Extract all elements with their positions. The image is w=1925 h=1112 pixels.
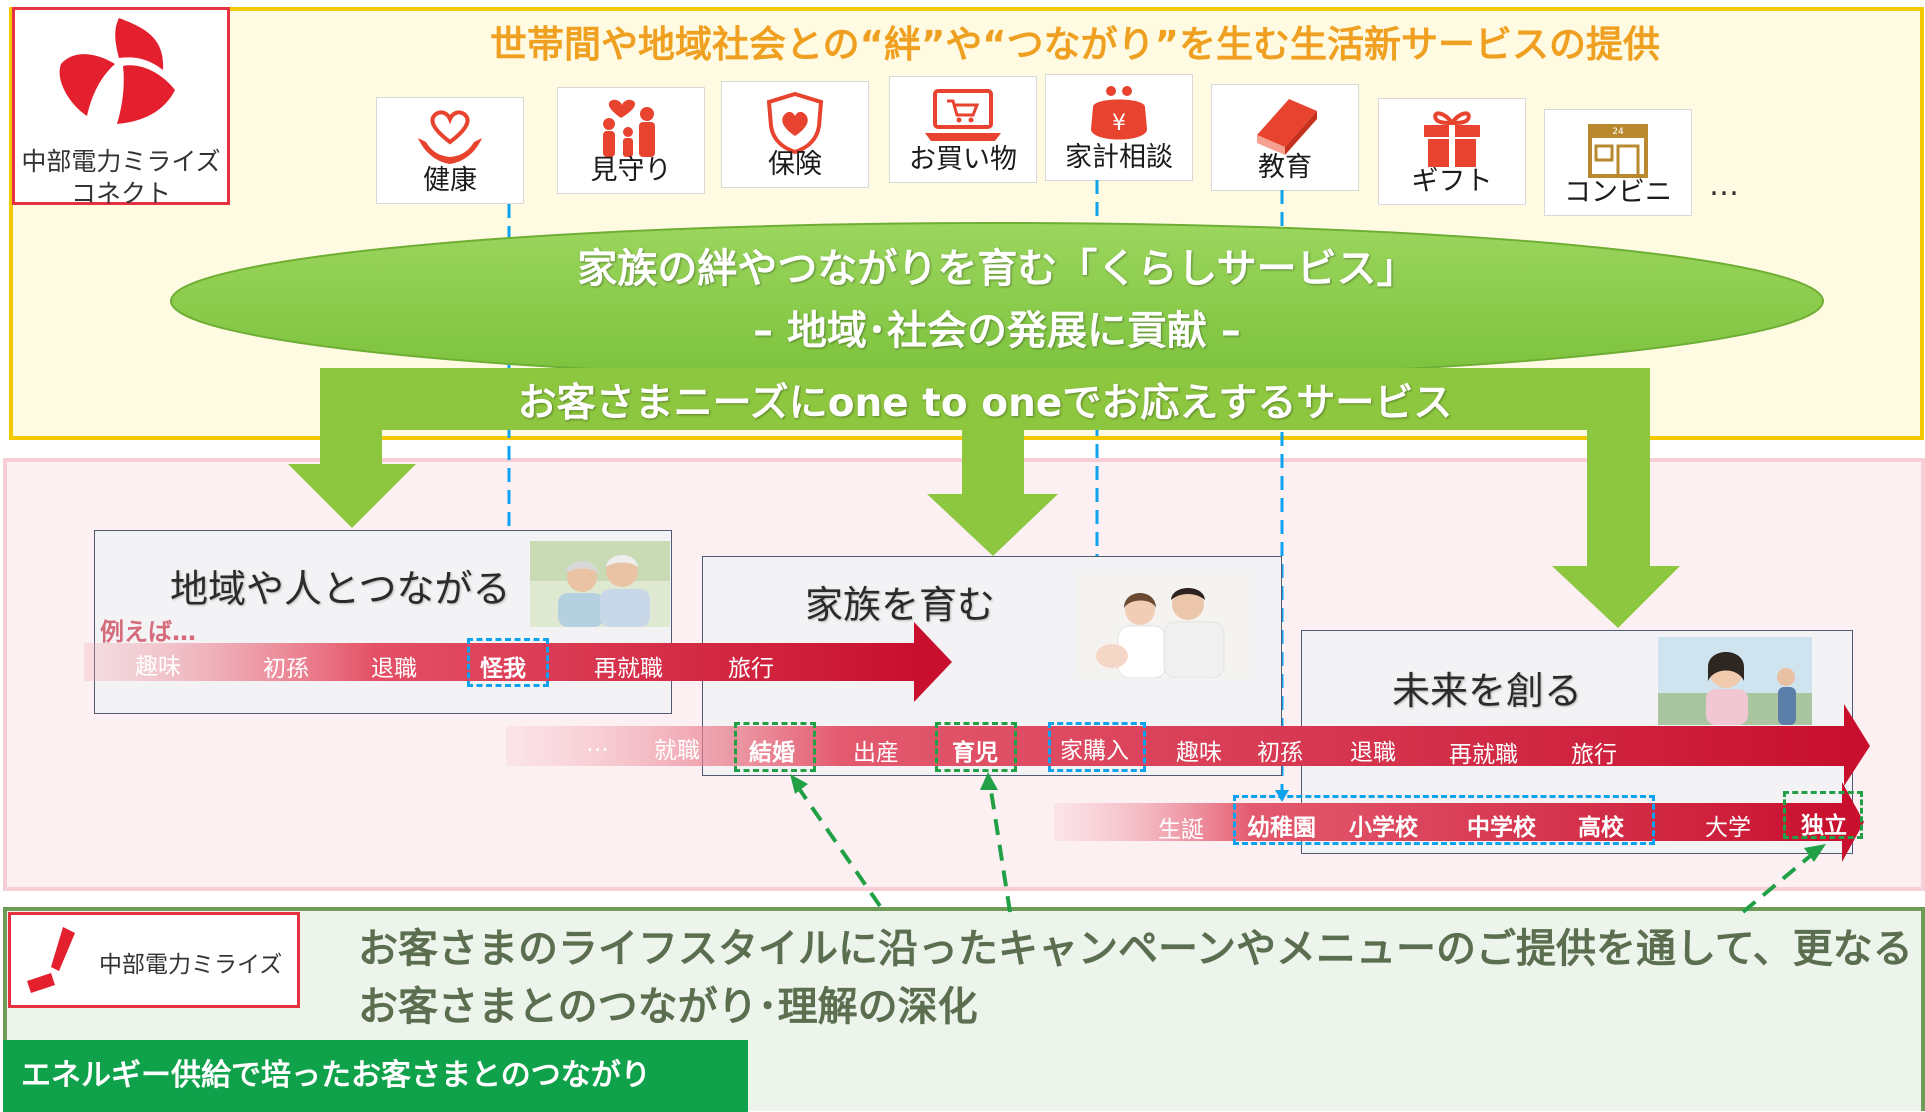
tl1-first-grandchild: 初孫	[263, 656, 309, 682]
highlight-independence	[1783, 791, 1863, 839]
ellipse-title: 家族の絆やつながりを育む「くらしサービス」	[577, 246, 1417, 292]
example-label: 例えば…	[100, 618, 196, 646]
highlight-marriage	[734, 722, 816, 772]
service-label-gift: ギフト	[1411, 166, 1493, 197]
service-tile-gift: ギフト	[1378, 98, 1526, 205]
svg-text:¥: ¥	[1112, 111, 1126, 136]
service-tile-shopping: お買い物	[889, 76, 1037, 183]
family-heart-icon	[603, 99, 655, 157]
photo-young-family	[1076, 574, 1249, 678]
page-title: 世帯間や地域社会との“絆”や“つながり”を生む生活新サービスの提供	[490, 23, 1660, 66]
tl2-reemployment: 再就職	[1449, 742, 1518, 768]
tl3-university: 大学	[1705, 815, 1751, 841]
service-label-budget: 家計相談	[1065, 142, 1173, 173]
bottom-message: お客さまのライフスタイルに沿ったキャンペーンやメニューのご提供を通して、更なる …	[358, 920, 1913, 1036]
stage-community-title: 地域や人とつながる	[170, 567, 511, 611]
stage-future-title: 未来を創る	[1392, 669, 1583, 713]
tl1-injury: 怪我	[480, 656, 526, 682]
bottom-message-line1: お客さまのライフスタイルに沿ったキャンペーンやメニューのご提供を通して、更なる	[358, 926, 1913, 972]
laptop-cart-icon	[925, 89, 1001, 141]
tl2-retirement: 退職	[1350, 740, 1396, 766]
svg-text:24: 24	[1612, 127, 1624, 137]
mirai-logo: 中部電力ミライズ	[8, 912, 300, 1008]
tl1-hobby: 趣味	[135, 654, 181, 680]
connect-logo-mark	[59, 18, 175, 124]
tl2-travel: 旅行	[1571, 742, 1617, 768]
service-tile-insurance: 保険	[721, 81, 869, 188]
tl2-hobby: 趣味	[1176, 740, 1222, 766]
service-label-shopping: お買い物	[909, 144, 1017, 175]
band-text: お客さまニーズにone to oneでお応えするサービス	[517, 381, 1453, 426]
bottom-message-line2: お客さまとのつながり･理解の深化	[358, 984, 978, 1030]
tl3-junior-high: 中学校	[1467, 815, 1536, 841]
connect-logo-line1: 中部電力ミライズ	[21, 147, 221, 176]
service-tile-convenience: 24 コンビニ	[1544, 109, 1692, 216]
photo-child	[1658, 637, 1812, 725]
book-icon	[1257, 99, 1317, 155]
shield-heart-icon	[766, 92, 824, 154]
tl3-elementary: 小学校	[1349, 815, 1418, 841]
gift-icon	[1424, 111, 1480, 167]
tl3-birth: 生誕	[1158, 817, 1204, 843]
mirai-logo-mark	[27, 927, 75, 993]
highlight-childcare	[935, 722, 1017, 772]
connect-logo: 中部電力ミライズ コネクト	[12, 7, 230, 208]
heart-hands-icon	[418, 110, 482, 164]
tl1-retirement: 退職	[371, 656, 417, 682]
store-icon: 24	[1588, 124, 1648, 178]
tl2-marriage: 結婚	[749, 740, 795, 766]
services-more: …	[1709, 168, 1739, 203]
service-label-health: 健康	[423, 165, 477, 196]
yen-purse-icon: ¥	[1091, 86, 1147, 140]
tl2-ellipsis: …	[586, 731, 609, 757]
energy-relationship-band: エネルギー供給で培ったお客さまとのつながり	[3, 1040, 748, 1112]
tl2-home-purchase: 家購入	[1060, 738, 1129, 764]
service-label-watch: 見守り	[590, 155, 672, 186]
tl1-travel: 旅行	[728, 656, 774, 682]
highlight-injury	[467, 638, 549, 687]
tl2-employment: 就職	[654, 738, 700, 764]
stage-family-title: 家族を育む	[805, 583, 996, 627]
tl3-high-school: 高校	[1578, 815, 1624, 841]
highlight-school-years	[1233, 795, 1655, 845]
tl3-kindergarten: 幼稚園	[1247, 815, 1316, 841]
ellipse-subtitle: – 地域･社会の発展に貢献 –	[753, 308, 1241, 354]
service-tile-budget: ¥ 家計相談	[1045, 74, 1193, 181]
service-tile-health: 健康	[376, 97, 524, 204]
tl2-first-grandchild: 初孫	[1257, 740, 1303, 766]
mirai-logo-text: 中部電力ミライズ	[99, 952, 283, 978]
service-label-convenience: コンビニ	[1564, 177, 1672, 208]
service-tile-watch: 見守り	[557, 87, 705, 194]
connect-logo-line2: コネクト	[70, 179, 171, 208]
tl3-independence: 独立	[1801, 813, 1847, 839]
service-tile-education: 教育	[1211, 84, 1359, 191]
highlight-home-purchase	[1048, 722, 1146, 772]
tl1-reemployment: 再就職	[594, 656, 663, 682]
service-label-education: 教育	[1258, 152, 1312, 183]
tl2-childcare: 育児	[952, 740, 998, 766]
tl2-birth: 出産	[853, 740, 899, 766]
service-label-insurance: 保険	[768, 149, 822, 180]
photo-seniors	[530, 541, 670, 627]
